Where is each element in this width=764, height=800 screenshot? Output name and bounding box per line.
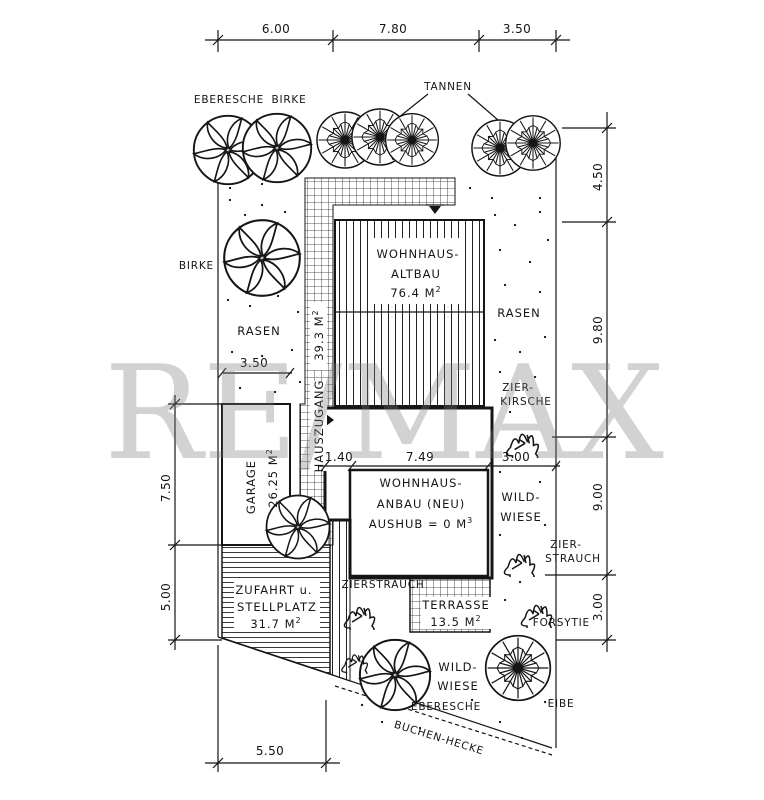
dimension-lines [168, 30, 616, 772]
area-labels: WOHNHAUS- ALTBAU 76.4 M2 WOHNHAUS- ANBAU… [235, 247, 542, 693]
dim-top-2: 7.80 [379, 22, 407, 36]
wildwiese-right-line1: WILD- [501, 490, 540, 504]
buchenhecke-label: BUCHEN-HECKE [392, 719, 485, 758]
zufahrt-area-sup: 2 [296, 616, 302, 625]
hauszugang-name-backing [310, 381, 327, 471]
dimension-labels: 6.00 7.80 3.50 4.50 9.80 9.00 3.00 7.50 … [159, 22, 605, 758]
tanne-5-tree-icon [505, 115, 561, 171]
forsytie-label: FORSYTIE [533, 617, 590, 629]
tannen-label: TANNEN [423, 81, 472, 93]
dim-garage-width: 3.50 [240, 356, 268, 370]
dim-anbau-2: 7.49 [406, 450, 434, 464]
dim-right-2: 9.80 [591, 316, 605, 344]
zufahrt-label-backing [234, 582, 320, 632]
dim-left-1: 7.50 [159, 474, 173, 502]
garage-area-value: 26.25 M [266, 454, 280, 508]
hauszugang-area: 39.3 M2 [311, 309, 326, 360]
zierstrauch-right-line2: STRAUCH [545, 553, 601, 565]
anbau-aushub-value: AUSHUB = 0 M [369, 517, 467, 531]
dim-anbau-line [318, 460, 561, 472]
entrance-marker-icon [429, 206, 441, 214]
anbau-label-line3: AUSHUB = 0 M3 [369, 516, 473, 531]
anbau-inner-outline [348, 468, 490, 578]
zierkirsche-line2: KIRSCHE [500, 396, 551, 408]
terrasse-label-backing [421, 597, 491, 629]
dim-right-3: 9.00 [591, 483, 605, 511]
dim-right-4: 3.00 [591, 593, 605, 621]
dim-anbau-3: 3.00 [502, 450, 530, 464]
dim-left-2: 5.00 [159, 583, 173, 611]
dim-top-ticks [212, 30, 562, 52]
terrasse-area-sup: 2 [476, 614, 482, 623]
zufahrt-area-value: 31.7 M [250, 617, 295, 631]
label-backings [234, 302, 491, 632]
anbau-aushub-sup: 3 [467, 516, 473, 525]
dim-top-1: 6.00 [262, 22, 290, 36]
plants [192, 93, 561, 712]
terrasse-area: 13.5 M2 [430, 614, 481, 629]
garage-area: 26.25 M2 [265, 448, 280, 508]
birke-left-label: BIRKE [179, 260, 214, 272]
eibe-label: EIBE [548, 698, 575, 710]
zufahrt-label-line2: STELLPLATZ [237, 600, 317, 614]
buildings [221, 204, 494, 580]
dim-right-ticks [545, 122, 616, 646]
altbau-label-line2: ALTBAU [391, 267, 441, 281]
garage-area-sup: 2 [265, 448, 274, 454]
wildwiese-bottom-line2: WIESE [437, 679, 479, 693]
altbau-label-line1: WOHNHAUS- [376, 247, 459, 261]
hauszugang-area-value: 39.3 M [312, 315, 326, 360]
dim-bottom: 5.50 [256, 744, 284, 758]
wildwiese-bottom-line1: WILD- [438, 660, 477, 674]
terrasse-area-value: 13.5 M [430, 615, 475, 629]
zierstrauch-right-line1: ZIER- [550, 539, 582, 551]
eberesche-bottom-label: EBERESCHE [411, 701, 481, 713]
birke-top-label: BIRKE [271, 94, 306, 106]
dim-anbau-1: 1.40 [325, 450, 353, 464]
dim-garage-line [217, 367, 295, 379]
tannen-leader-lines [397, 93, 499, 121]
dim-top-3: 3.50 [503, 22, 531, 36]
rasen-left-label: RASEN [237, 324, 281, 338]
altbau-area-value: 76.4 M [390, 286, 435, 300]
eberesche-top-label: EBERESCHE [194, 94, 264, 106]
zierstrauch-label: ZIERSTRAUCH [341, 579, 424, 591]
birke-top-tree-icon [241, 112, 313, 184]
terrasse-label: TERRASSE [421, 598, 490, 612]
altbau-area: 76.4 M2 [390, 285, 441, 300]
rasen-right-label: RASEN [497, 306, 541, 320]
dim-left-ticks [168, 398, 222, 646]
hauszugang-area-backing [310, 302, 327, 370]
eibe-tree-icon [484, 634, 552, 702]
anbau-label-line2: ANBAU (NEU) [377, 497, 466, 511]
dim-bottom-ticks [212, 645, 332, 772]
garage-label: GARAGE [244, 460, 258, 514]
dim-right-1: 4.50 [591, 163, 605, 191]
wildwiese-right-line2: WIESE [500, 510, 542, 524]
tanne-3-tree-icon [384, 112, 440, 168]
eberesche-bottom-tree-icon [358, 638, 432, 712]
altbau-label-backing [368, 238, 464, 304]
hauszugang-area-sup: 2 [311, 309, 320, 315]
hauszugang-label: HAUSZUGANG [312, 380, 326, 473]
birke-left-tree-icon [223, 219, 301, 297]
zufahrt-area: 31.7 M2 [250, 616, 301, 631]
hauszugang-entry-icon [326, 414, 334, 426]
watermark: RE/MAX [104, 337, 664, 489]
anbau-label-line1: WOHNHAUS- [379, 476, 462, 490]
zierkirsche-line1: ZIER- [502, 382, 534, 394]
altbau-area-sup: 2 [436, 285, 442, 294]
zufahrt-label-line1: ZUFAHRT u. [235, 583, 312, 597]
zierstrauch-right-shrub-icon [503, 553, 536, 577]
